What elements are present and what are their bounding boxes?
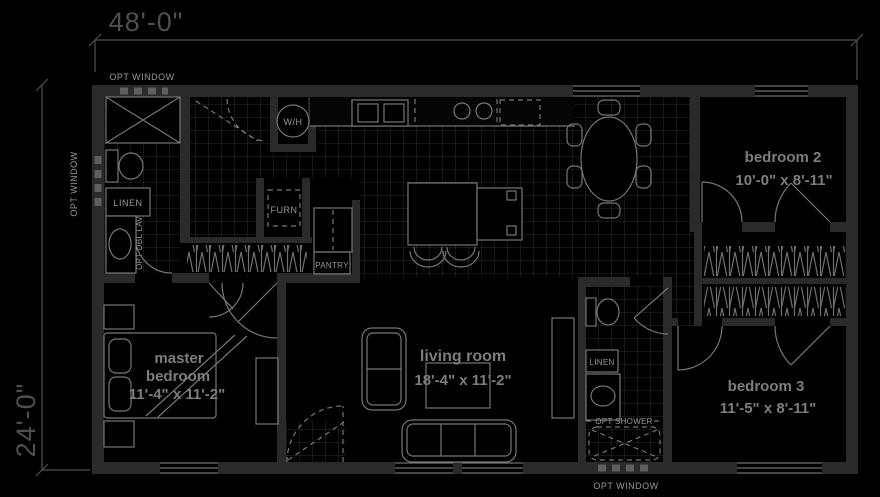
- overall-width-dimension: 48'-0": [109, 7, 184, 37]
- master-bedroom-name2: bedroom: [146, 368, 210, 385]
- bedroom3-closet-rod: [704, 287, 846, 316]
- linen-closet: [585, 349, 619, 373]
- chair: [635, 165, 652, 189]
- master-bedroom-name1: master: [154, 350, 203, 367]
- opt-dbl-lav-label: OPT DBL LAV: [135, 216, 144, 270]
- living-room-name: living room: [420, 348, 506, 365]
- pillow: [108, 338, 132, 374]
- closet-hatches: [187, 245, 846, 316]
- opt-window-label-left: OPT WINDOW: [69, 151, 79, 216]
- water-heater: [276, 104, 310, 138]
- bath2-door: [633, 287, 669, 335]
- pillow: [108, 376, 132, 412]
- laundry-opening: [195, 98, 264, 142]
- master-bath: LINEN OPT DBL LAV: [105, 96, 181, 274]
- interior-walls: [92, 95, 846, 462]
- opt-tub: [588, 426, 661, 461]
- hall-bath: LINEN OPT SHOWER: [585, 297, 661, 461]
- master-bedroom: master bedroom 11'-4" x 11'-2": [103, 304, 279, 448]
- sofa: [401, 419, 517, 463]
- chair: [566, 165, 583, 189]
- bedroom2-name: bedroom 2: [745, 149, 822, 166]
- stool: [442, 246, 480, 268]
- loveseat: [361, 327, 407, 411]
- bedroom3-door: [677, 325, 723, 371]
- pantry-label: PANTRY: [315, 261, 349, 270]
- kitchen-island: [407, 182, 478, 246]
- kitchen: W/H FURN PANTRY: [267, 97, 575, 275]
- toilet: [585, 297, 597, 327]
- bedroom3-size: 11'-5" x 8'-11": [720, 400, 816, 417]
- furnace: [267, 189, 301, 227]
- toilet: [105, 149, 119, 183]
- linen-label: LINEN: [113, 198, 142, 208]
- opt-shower-label: OPT SHOWER: [595, 417, 653, 426]
- bedroom3-closet-door: [774, 325, 831, 366]
- opt-window-labels: OPT WINDOW OPT WINDOW OPT WINDOW: [69, 72, 658, 491]
- kitchen-sink: [453, 102, 471, 120]
- chair: [597, 99, 621, 116]
- overall-depth-dimension: 24'-0": [11, 383, 41, 458]
- living-room-size: 18'-4" x 11'-2": [414, 372, 511, 389]
- dresser: [255, 357, 279, 425]
- furnace-label: FURN: [271, 205, 298, 215]
- opt-window-label-bottom: OPT WINDOW: [593, 481, 658, 491]
- media-center: [551, 317, 575, 419]
- living-room: living room 18'-4" x 11'-2": [361, 317, 575, 463]
- bedroom-2: bedroom 2 10'-0" x 8'-11": [735, 149, 832, 189]
- entry-door: [286, 405, 345, 463]
- bed: [103, 332, 217, 419]
- chair: [566, 123, 583, 147]
- chair: [635, 123, 652, 147]
- linen-label: LINEN: [589, 358, 614, 367]
- coffee-table: [425, 362, 491, 409]
- nightstand: [103, 420, 135, 448]
- master-closet-doors: [208, 282, 278, 339]
- kitchen-counter: [310, 97, 575, 126]
- bedroom2-closet-rod: [704, 246, 846, 276]
- bedroom2-door: [701, 181, 743, 223]
- master-bedroom-size: 11'-4" x 11'-2": [129, 386, 225, 403]
- bedroom2-size: 10'-0" x 8'-11": [735, 172, 832, 189]
- dimension-annotations: 48'-0" 24'-0": [11, 7, 864, 477]
- chair: [597, 202, 621, 219]
- bedroom3-name: bedroom 3: [728, 378, 805, 395]
- bedroom-3: bedroom 3 11'-5" x 8'-11": [720, 378, 816, 417]
- master-closet-rod: [187, 245, 307, 272]
- windows: [94, 85, 822, 474]
- dining-area: [566, 99, 652, 219]
- lavatory: [585, 373, 621, 421]
- water-heater-label: W/H: [284, 117, 303, 127]
- opt-window-label-top: OPT WINDOW: [109, 72, 174, 82]
- nightstand: [103, 304, 135, 330]
- dishwasher: [499, 99, 541, 126]
- bedroom2-closet-door: [774, 182, 831, 223]
- island-bar: [476, 187, 523, 241]
- linen-closet: [105, 187, 151, 217]
- dining-table: [580, 116, 638, 202]
